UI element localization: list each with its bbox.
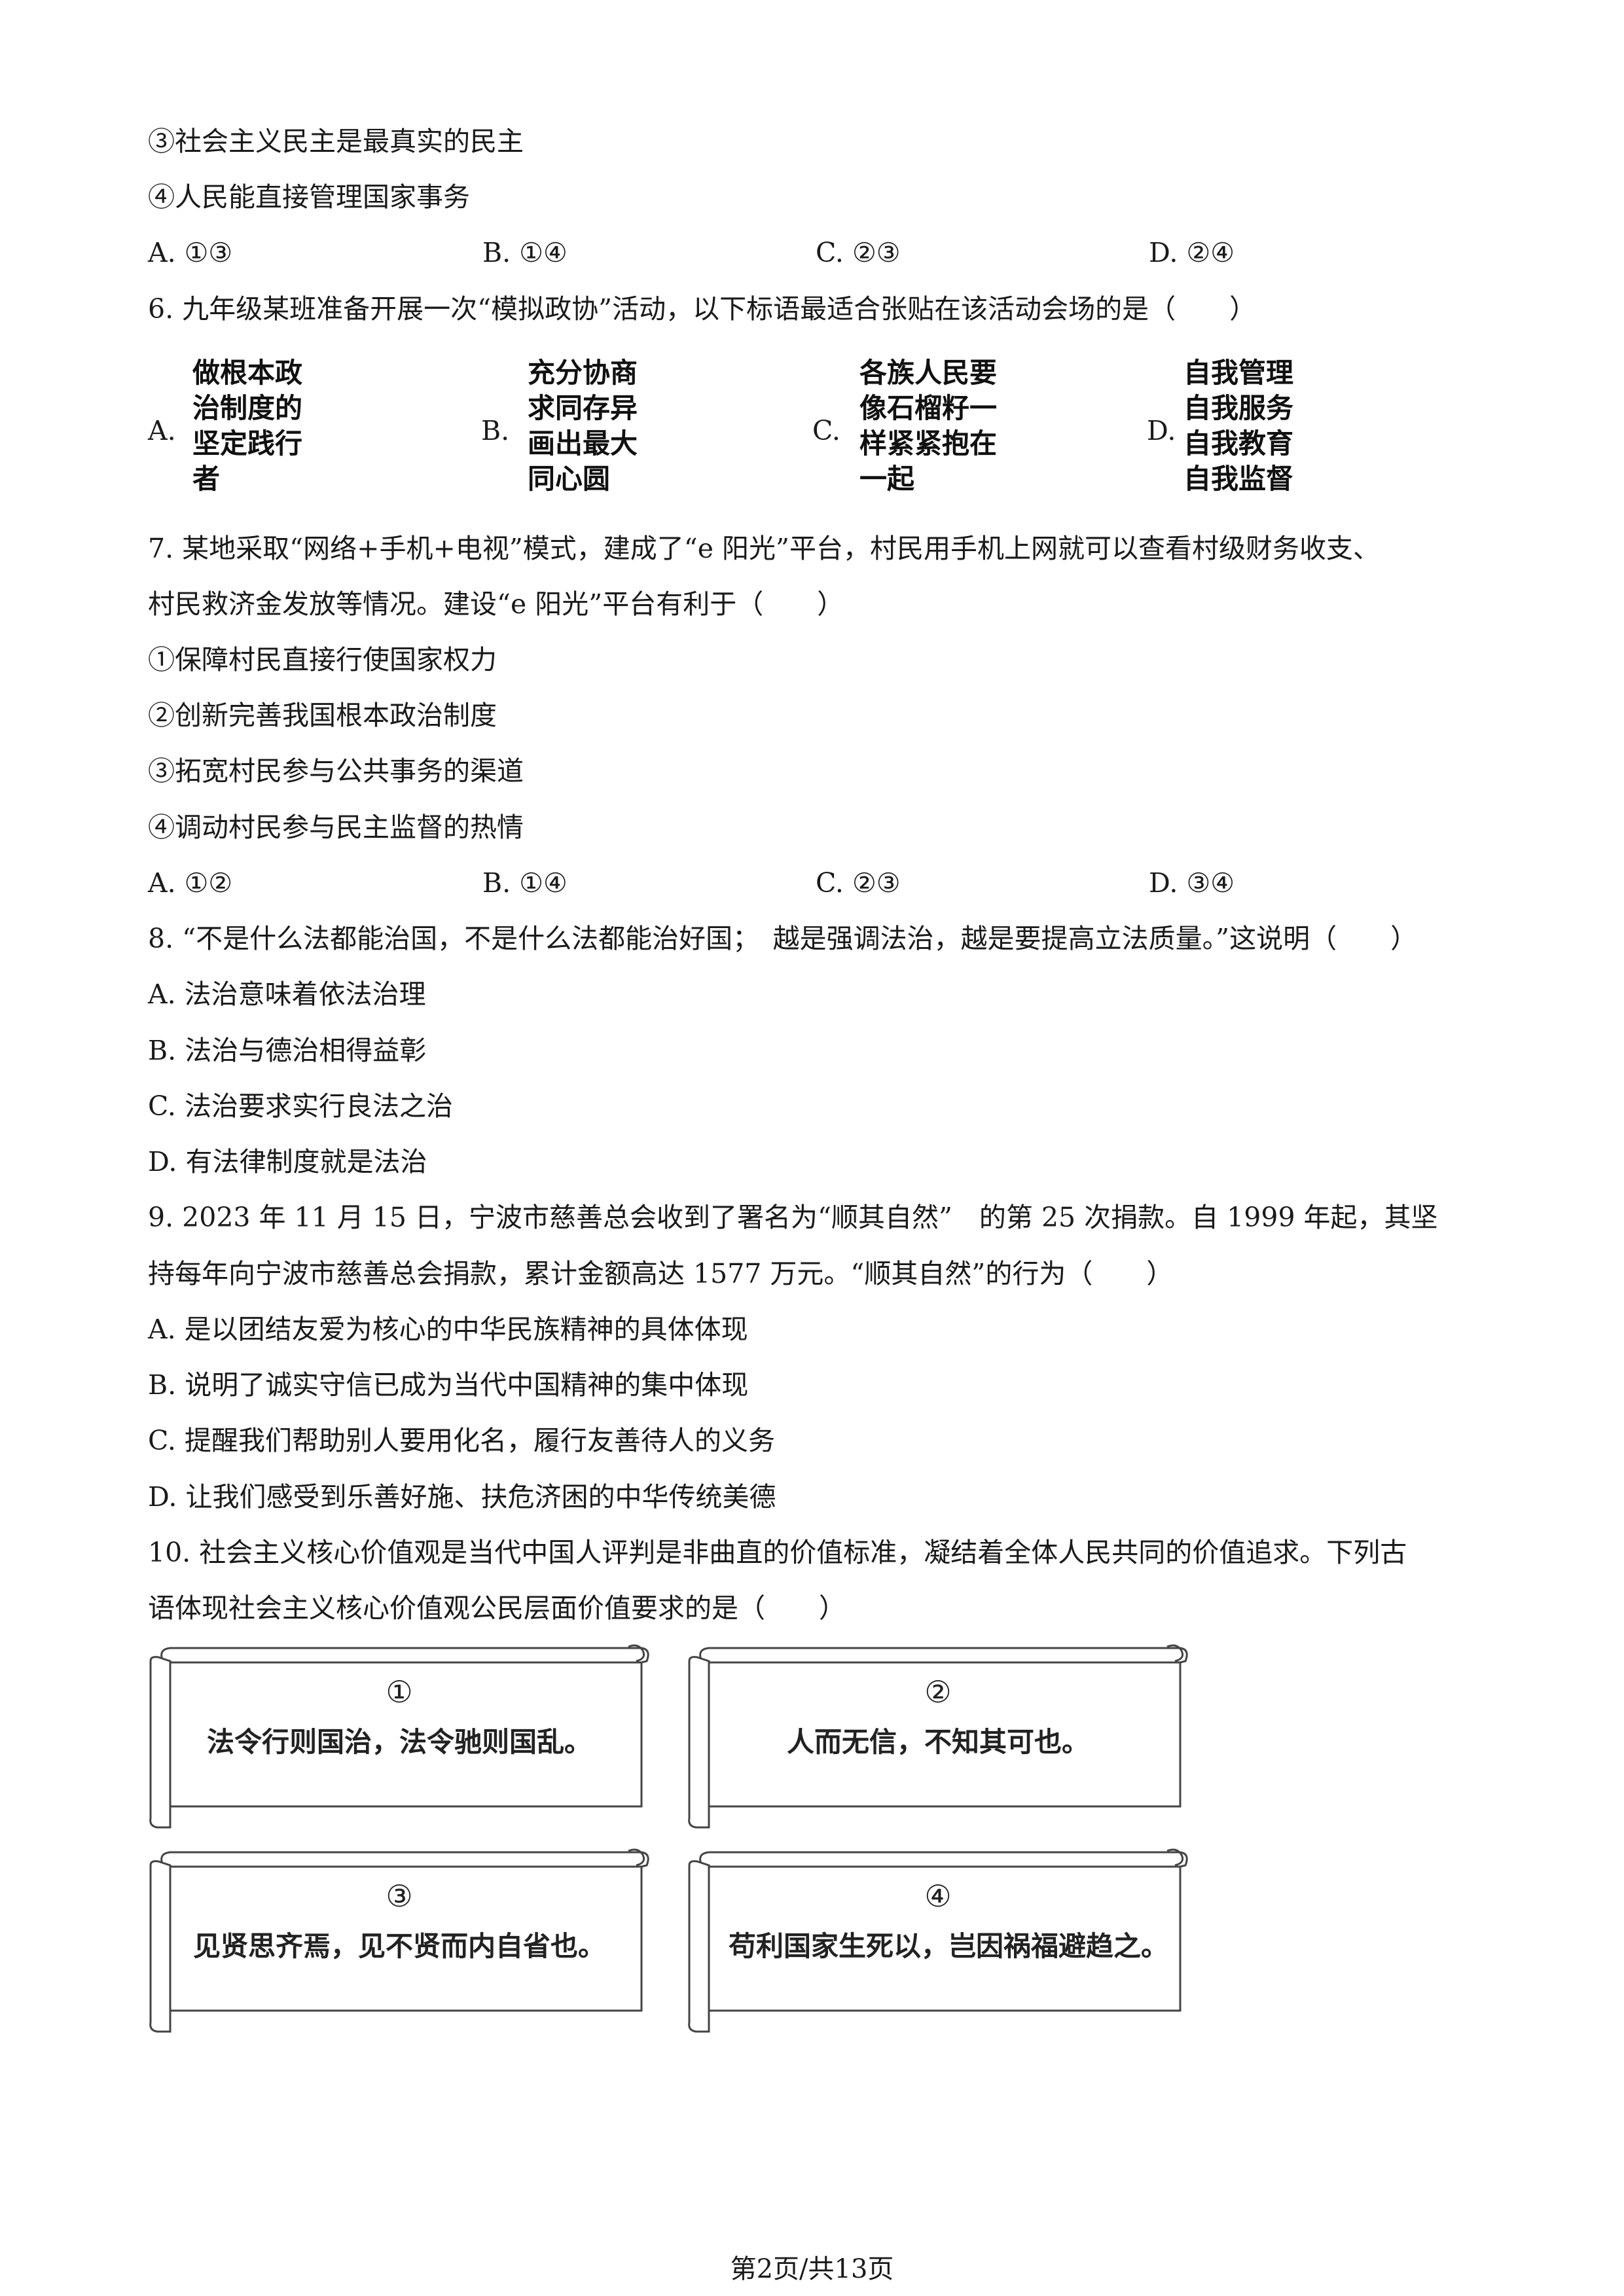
q6-option-a-slogan: 做根本政 治制度的 坚定践行 者 bbox=[192, 357, 303, 495]
q10-stem-line-2: 语体现社会主义核心价值观公民层面价值要求的是（ ） bbox=[148, 1592, 846, 1624]
q7-option-b: B. ①④ bbox=[482, 867, 568, 899]
scroll-quote: 人而无信，不知其可也。 bbox=[786, 1726, 1089, 1758]
q7-option-c: C. ②③ bbox=[816, 867, 901, 899]
q6-option-d-slogan: 自我管理 自我服务 自我教育 自我监督 bbox=[1183, 357, 1294, 495]
page-number-footer: 第2页/共13页 bbox=[730, 2254, 894, 2284]
q5-option-c: C. ②③ bbox=[816, 237, 901, 268]
q10-scroll-1: ① 法令行则国治，法令驰则国乱。 bbox=[144, 1643, 655, 1833]
q7-item-1: ①保障村民直接行使国家权力 bbox=[148, 644, 497, 675]
q5-option-b: B. ①④ bbox=[482, 237, 568, 268]
q9-option-b: B. 说明了诚实守信已成为当代中国精神的集中体现 bbox=[148, 1369, 749, 1401]
q7-item-3: ③拓宽村民参与公共事务的渠道 bbox=[148, 755, 524, 787]
q8-option-a: A. 法治意味着依法治理 bbox=[148, 978, 426, 1010]
scroll-quote: 法令行则国治，法令驰则国乱。 bbox=[206, 1726, 592, 1758]
q7-stem-line-2: 村民救济金发放等情况。建设“e 阳光”平台有利于（ ） bbox=[148, 588, 844, 620]
q9-stem-line-2: 持每年向宁波市慈善总会捐款，累计金额高达 1577 万元。“顺其自然”的行为（ … bbox=[148, 1258, 1174, 1289]
q6-option-d-letter: D. bbox=[1147, 415, 1176, 446]
scroll-frame-icon bbox=[688, 1848, 1188, 2033]
q9-stem-line-1: 9. 2023 年 11 月 15 日，宁波市慈善总会收到了署名为“顺其自然” … bbox=[148, 1202, 1438, 1233]
q6-option-b-letter: B. bbox=[481, 415, 510, 446]
q10-stem-line-1: 10. 社会主义核心价值观是当代中国人评判是非曲直的价值标准，凝结着全体人民共同… bbox=[148, 1537, 1407, 1568]
scroll-quote: 见贤思齐焉，见不贤而内自省也。 bbox=[192, 1930, 605, 1962]
q7-item-4: ④调动村民参与民主监督的热情 bbox=[148, 812, 524, 843]
q8-option-d: D. 有法律制度就是法治 bbox=[148, 1146, 427, 1177]
q8-option-c: C. 法治要求实行良法之治 bbox=[148, 1090, 453, 1122]
q5-item-3: ③社会主义民主是最真实的民主 bbox=[148, 126, 524, 157]
q6-stem: 6. 九年级某班准备开展一次“模拟政协”活动，以下标语最适合张贴在该活动会场的是… bbox=[148, 293, 1257, 325]
scroll-number: ① bbox=[386, 1674, 413, 1710]
q6-option-a-letter: A. bbox=[148, 415, 176, 446]
q6-option-c-letter: C. bbox=[812, 415, 840, 446]
q10-scroll-2: ② 人而无信，不知其可也。 bbox=[683, 1643, 1193, 1833]
q9-option-d: D. 让我们感受到乐善好施、扶危济困的中华传统美德 bbox=[148, 1481, 776, 1513]
q7-option-d: D. ③④ bbox=[1149, 867, 1235, 899]
q5-item-4: ④人民能直接管理国家事务 bbox=[148, 181, 470, 213]
q6-option-b-slogan: 充分协商 求同存异 画出最大 同心圆 bbox=[528, 357, 638, 495]
q8-option-b: B. 法治与德治相得益彰 bbox=[148, 1035, 427, 1066]
q7-option-a: A. ①② bbox=[148, 867, 233, 899]
scroll-quote: 苟利国家生死以，岂因祸福避趋之。 bbox=[729, 1930, 1169, 1962]
q9-option-a: A. 是以团结友爱为核心的中华民族精神的具体体现 bbox=[148, 1314, 748, 1345]
scroll-frame-icon bbox=[149, 1644, 649, 1829]
scroll-frame-icon bbox=[688, 1644, 1188, 1829]
q5-option-a: A. ①③ bbox=[148, 237, 233, 268]
q10-scroll-3: ③ 见贤思齐焉，见不贤而内自省也。 bbox=[144, 1847, 655, 2037]
q5-option-d: D. ②④ bbox=[1149, 237, 1235, 268]
q6-option-c-slogan: 各族人民要 像石榴籽一 样紧紧抱在 一起 bbox=[859, 357, 998, 495]
q9-option-c: C. 提醒我们帮助别人要用化名，履行友善待人的义务 bbox=[148, 1425, 775, 1456]
scroll-number: ④ bbox=[924, 1878, 952, 1914]
scroll-number: ② bbox=[924, 1674, 952, 1710]
q10-scroll-4: ④ 苟利国家生死以，岂因祸福避趋之。 bbox=[683, 1847, 1193, 2037]
scroll-number: ③ bbox=[386, 1878, 413, 1914]
q7-stem-line-1: 7. 某地采取“网络+手机+电视”模式，建成了“e 阳光”平台，村民用手机上网就… bbox=[148, 533, 1380, 564]
q8-stem: 8. “不是什么法都能治国，不是什么法都能治好国； 越是强调法治，越是要提高立法… bbox=[148, 923, 1418, 954]
q7-item-2: ②创新完善我国根本政治制度 bbox=[148, 700, 497, 731]
scroll-frame-icon bbox=[149, 1848, 649, 2033]
